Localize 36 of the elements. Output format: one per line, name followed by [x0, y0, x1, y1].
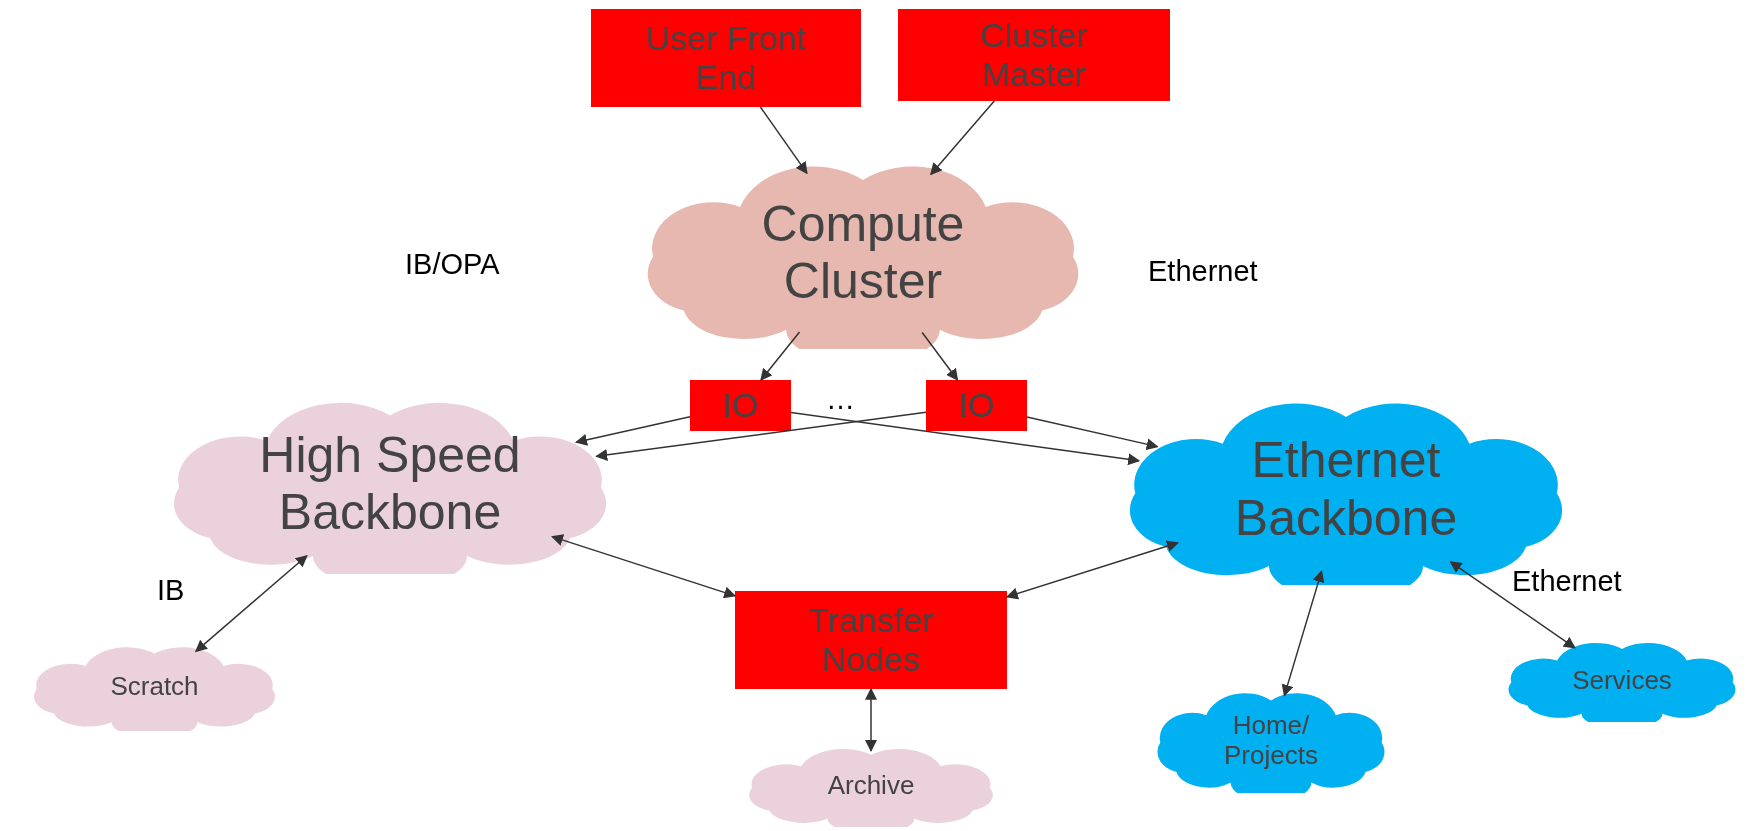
node-label: High Speed Backbone — [258, 426, 522, 542]
node-label: Ethernet Backbone — [1233, 432, 1459, 547]
ellipsis-label: … — [826, 383, 855, 416]
network-label: Ethernet — [1148, 255, 1258, 288]
node-label: Home/ Projects — [1223, 710, 1319, 771]
node-label: Cluster Master — [979, 15, 1089, 95]
node-label: Compute Cluster — [760, 195, 966, 311]
arrow — [551, 534, 737, 599]
arrow — [1449, 561, 1576, 649]
process-box — [735, 591, 1007, 689]
arrow — [595, 411, 927, 461]
arrow — [790, 411, 1141, 466]
arrow — [1281, 570, 1325, 697]
network-label: IB — [157, 574, 185, 607]
arrow — [194, 554, 308, 653]
process-box — [591, 9, 861, 107]
node-label: Archive — [827, 771, 915, 801]
process-box — [926, 380, 1027, 431]
arrow — [1026, 416, 1159, 451]
node-label: Scratch — [110, 672, 199, 702]
arrow — [930, 100, 995, 176]
node-label: Services — [1572, 665, 1672, 696]
network-label: IB/OPA — [405, 248, 500, 281]
node-label: IO — [722, 385, 759, 426]
process-box — [898, 9, 1170, 101]
process-box — [690, 380, 791, 431]
node-label: IO — [958, 385, 995, 426]
arrow — [921, 331, 959, 381]
arrow — [865, 687, 877, 752]
arrow — [575, 416, 691, 446]
arrow — [760, 331, 801, 381]
node-label: Transfer Nodes — [807, 600, 935, 680]
network-label: Ethernet — [1512, 565, 1622, 598]
arrow — [759, 106, 808, 175]
node-label: User Front End — [644, 18, 808, 98]
arrow — [1005, 540, 1179, 600]
